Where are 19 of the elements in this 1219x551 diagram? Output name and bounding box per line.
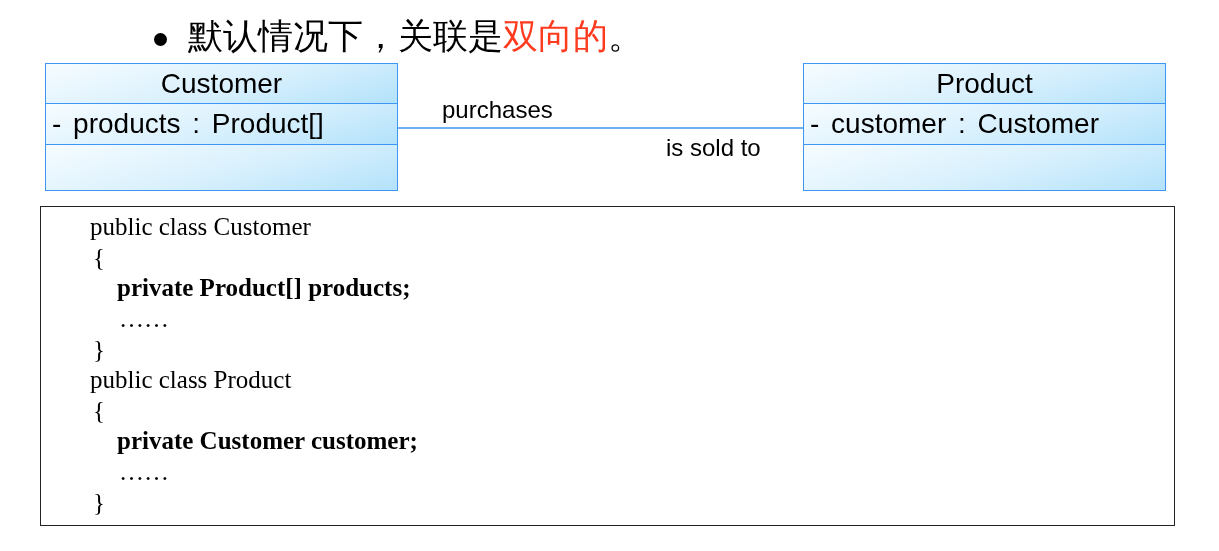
code-line: }	[93, 488, 105, 518]
code-line: private Customer customer;	[117, 426, 418, 456]
code-line: ……	[119, 304, 169, 334]
attribute-text: - products : Product[]	[52, 108, 324, 140]
association-line	[397, 127, 804, 129]
class-box	[803, 63, 1166, 191]
code-line: {	[93, 396, 105, 426]
code-panel	[40, 206, 1175, 526]
code-line: private Product[] products;	[117, 273, 411, 303]
code-line: }	[93, 335, 105, 365]
code-line: ……	[119, 457, 169, 487]
slide-title: 默认情况下，关联是双向的。	[188, 16, 643, 58]
class-name: Product	[936, 67, 1033, 100]
class-name: Customer	[160, 67, 283, 100]
code-line: public class Product	[90, 365, 292, 395]
class-box	[45, 63, 398, 191]
attribute-text: - customer : Customer	[810, 108, 1099, 140]
code-line: {	[93, 243, 105, 273]
code-line: public class Customer	[90, 212, 311, 242]
